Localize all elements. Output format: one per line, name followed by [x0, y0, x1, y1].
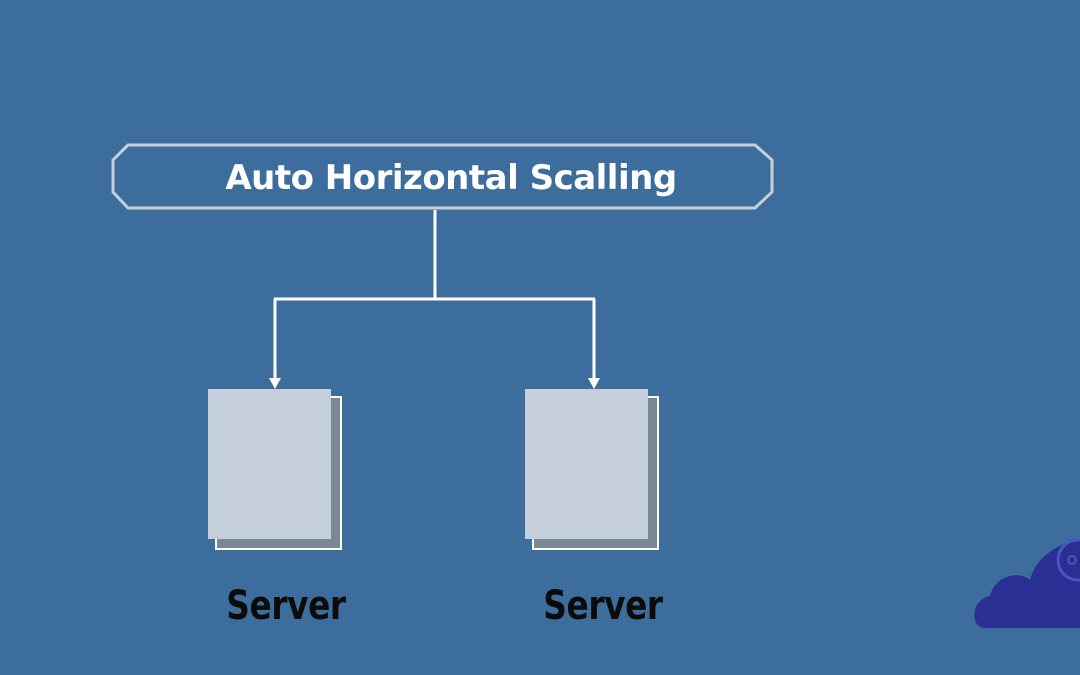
server-label-right: Server — [543, 583, 663, 629]
server-front — [208, 389, 331, 539]
right-arrow-head — [588, 378, 600, 389]
server-box-right — [525, 389, 659, 550]
cloud-logo-ring — [1056, 538, 1080, 582]
left-arrow-head — [269, 378, 281, 389]
cloud-logo-dot — [1067, 555, 1077, 565]
cloud-logo-icon — [974, 538, 1080, 628]
cloud-shape — [974, 539, 1080, 628]
server-front — [525, 389, 648, 539]
connector-lines — [273, 210, 596, 380]
title-banner: Auto Horizontal Scalling — [111, 143, 774, 210]
diagram-title: Auto Horizontal Scalling — [225, 158, 676, 198]
title-banner-frame — [111, 143, 774, 210]
server-label-left: Server — [226, 583, 346, 629]
server-box-left — [208, 389, 342, 550]
